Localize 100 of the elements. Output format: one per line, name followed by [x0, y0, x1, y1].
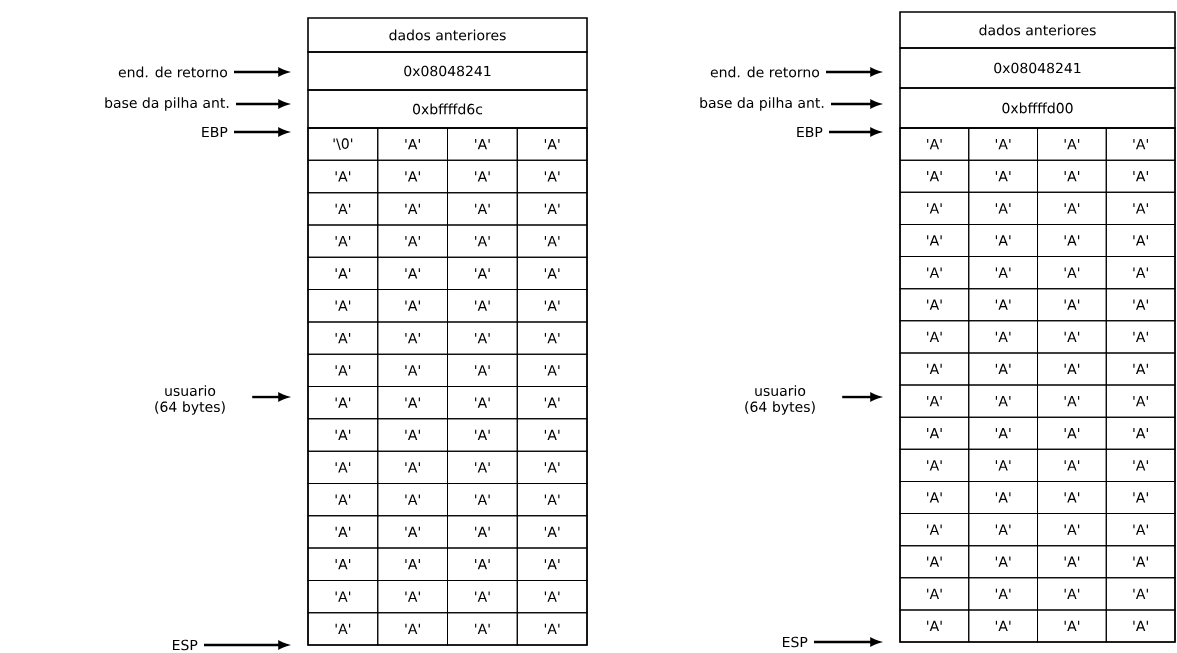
table-cell: 'A' [968, 577, 1038, 611]
table-cell: 'A' [377, 515, 448, 549]
arrow [829, 127, 880, 137]
table-cell: 'A' [377, 612, 448, 646]
table-cell: 'A' [447, 579, 518, 614]
table-cell: 'A' [899, 288, 970, 322]
table-cell: 'A' [1105, 609, 1176, 643]
table-cell: 'A' [516, 547, 588, 581]
table-cell: 'A' [968, 352, 1038, 386]
table-cell: 'A' [899, 577, 970, 611]
table-cell: 'A' [516, 127, 588, 161]
table-cell: 'A' [1105, 448, 1176, 482]
table-cell: 'A' [1105, 384, 1176, 418]
table-cell: 'A' [377, 256, 448, 291]
table-cell: 'A' [968, 256, 1038, 290]
table-cell: 'A' [1037, 480, 1107, 514]
table-cell: 'A' [307, 289, 379, 323]
table-cell: 'A' [516, 612, 588, 646]
table-cell: 'A' [377, 321, 448, 355]
table-cell: 'A' [447, 547, 518, 581]
table-cell: 'A' [968, 384, 1038, 418]
stack-row: dados anteriores [899, 11, 1176, 49]
table-cell: 'A' [1037, 159, 1107, 193]
pointer-label: base da pilha ant. [700, 97, 824, 111]
table-cell: 'A' [307, 386, 379, 420]
table-cell: 'A' [307, 353, 379, 387]
table-cell: 'A' [968, 288, 1038, 322]
table-cell: 'A' [447, 482, 518, 517]
table-cell: 'A' [307, 579, 379, 614]
table-cell: 'A' [1037, 320, 1107, 354]
table-cell: 'A' [1037, 545, 1107, 579]
table-cell: 'A' [968, 448, 1038, 482]
table-cell: 'A' [377, 159, 448, 194]
table-cell: 'A' [1037, 256, 1107, 290]
table-cell: 'A' [447, 224, 518, 258]
table-cell: 'A' [377, 192, 448, 226]
table-cell: 'A' [1105, 223, 1176, 257]
table-cell: 'A' [447, 386, 518, 420]
table-cell: 'A' [968, 513, 1038, 547]
table-cell: 'A' [1037, 448, 1107, 482]
table-cell: 'A' [447, 192, 518, 226]
table-cell: 'A' [447, 256, 518, 291]
table-cell: 'A' [516, 515, 588, 549]
table-cell: 'A' [516, 256, 588, 291]
table-cell: 'A' [899, 480, 970, 514]
table-cell: 'A' [377, 547, 448, 581]
pointer-label: ESP [173, 639, 198, 651]
table-cell: 'A' [1105, 480, 1176, 514]
table-cell: 'A' [968, 320, 1038, 354]
table-cell: '\0' [307, 127, 379, 161]
stack-row: 0xbffffd6c [307, 89, 588, 129]
table-cell: 'A' [307, 192, 379, 226]
table-cell: 'A' [516, 353, 588, 387]
arrow [831, 99, 880, 109]
table-cell: 'A' [1105, 159, 1176, 193]
table-cell: 'A' [377, 224, 448, 258]
table-cell: 'A' [899, 191, 970, 225]
table-cell: 'A' [968, 223, 1038, 257]
table-cell: 'A' [899, 159, 970, 193]
table-cell: 'A' [1105, 288, 1176, 322]
table-cell: 'A' [447, 321, 518, 355]
arrow [842, 392, 880, 402]
table-cell: 'A' [899, 448, 970, 482]
table-cell: 'A' [968, 159, 1038, 193]
table-cell: 'A' [899, 513, 970, 547]
table-cell: 'A' [377, 450, 448, 484]
table-cell: 'A' [899, 545, 970, 579]
table-cell: 'A' [1037, 191, 1107, 225]
table-cell: 'A' [899, 223, 970, 257]
table-cell: 'A' [307, 159, 379, 194]
arrow [234, 127, 288, 137]
pointer-label: EBP [202, 126, 228, 138]
pointer-label: EBP [797, 126, 823, 138]
table-cell: 'A' [1037, 223, 1107, 257]
stack-row: 0xbffffd00 [899, 87, 1176, 129]
table-cell: 'A' [899, 256, 970, 290]
arrow [204, 640, 288, 650]
table-cell: 'A' [1037, 384, 1107, 418]
table-cell: 'A' [1105, 545, 1176, 579]
table-cell: 'A' [1105, 256, 1176, 290]
table-cell: 'A' [1105, 416, 1176, 450]
table-cell: 'A' [307, 450, 379, 484]
table-cell: 'A' [307, 515, 379, 549]
table-cell: 'A' [899, 416, 970, 450]
table-cell: 'A' [516, 224, 588, 258]
table-cell: 'A' [1037, 127, 1107, 161]
stack-row: 0x08048241 [899, 47, 1176, 89]
table-cell: 'A' [307, 482, 379, 517]
table-cell: 'A' [307, 612, 379, 646]
pointer-label: usuario (64 bytes) [155, 385, 225, 415]
table-cell: 'A' [968, 545, 1038, 579]
table-cell: 'A' [1105, 320, 1176, 354]
stack-row: 0x08048241 [307, 51, 588, 91]
table-cell: 'A' [899, 352, 970, 386]
pointer-label: end. de retorno [118, 66, 228, 78]
table-cell: 'A' [307, 418, 379, 452]
table-cell: 'A' [307, 547, 379, 581]
arrow [234, 67, 288, 77]
table-cell: 'A' [516, 159, 588, 194]
table-cell: 'A' [377, 386, 448, 420]
